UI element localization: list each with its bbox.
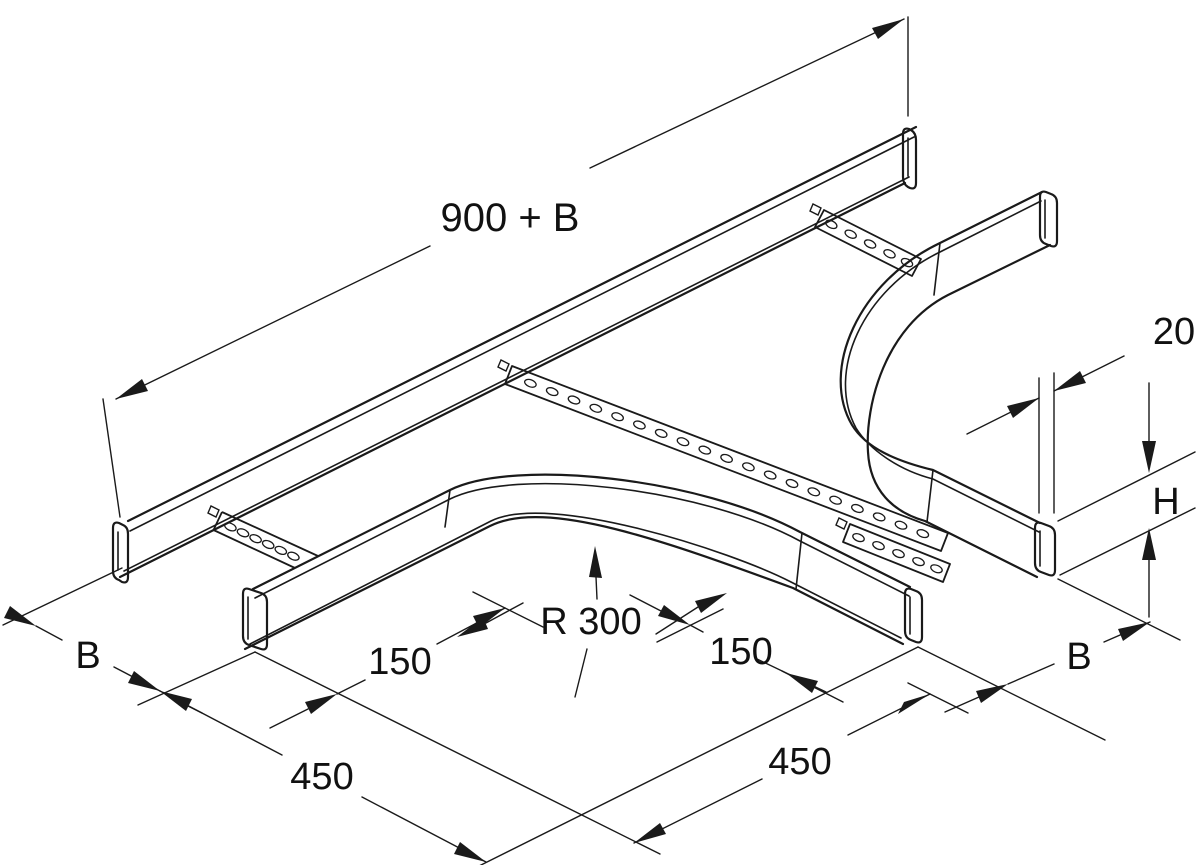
dimension-label-profile-depth: 20 <box>1153 311 1195 353</box>
front-left-branch-rail <box>241 473 924 651</box>
dim-width-left: B <box>2 567 256 714</box>
rung-holes <box>524 378 930 539</box>
dim-total-length: 900 + B <box>102 16 909 518</box>
dim-width-right: B <box>917 578 1181 741</box>
dimension-label-radius: R 300 <box>540 601 641 643</box>
joint-line <box>926 469 934 523</box>
dimension-label-150-right: 150 <box>709 631 772 673</box>
dim-left-segment: 450 <box>128 646 919 865</box>
dim-branch-right-straight: 150 <box>629 594 844 703</box>
rung-holes <box>852 533 943 574</box>
rung-holes <box>825 219 914 268</box>
dimension-label-total-length: 900 + B <box>440 196 579 240</box>
rail-end-face <box>241 587 269 651</box>
rung-left <box>207 505 319 569</box>
dimension-label-left-segment: 450 <box>290 756 353 798</box>
dimension-label-150-left: 150 <box>368 641 431 683</box>
dimension-label-width-left: B <box>75 635 100 677</box>
rail-end-face <box>903 587 924 644</box>
joint-line <box>444 489 451 528</box>
rail-end-face <box>111 521 130 584</box>
dimension-label-height: H <box>1152 481 1179 523</box>
rail-end-face <box>1033 521 1057 577</box>
rung-top-right <box>809 203 922 277</box>
dimension-label-width-right: B <box>1066 636 1091 678</box>
joint-line <box>795 532 803 590</box>
dim-radius: R 300 <box>457 546 727 698</box>
rung-holes <box>224 522 300 561</box>
dim-right-segment: 450 <box>633 682 969 844</box>
rail-end-face <box>901 127 918 190</box>
extension-line <box>254 651 661 855</box>
dim-height: H <box>1057 382 1196 618</box>
rung-branch-end <box>835 517 951 583</box>
dimension-label-right-segment: 450 <box>768 741 831 783</box>
joint-line <box>933 242 941 296</box>
front-right-branch-rail <box>839 190 1059 579</box>
main-run-back-rail <box>111 125 918 584</box>
dim-profile-depth: 20 <box>966 311 1195 514</box>
rung-center-long <box>497 359 949 552</box>
rail-end-face <box>1038 190 1059 248</box>
